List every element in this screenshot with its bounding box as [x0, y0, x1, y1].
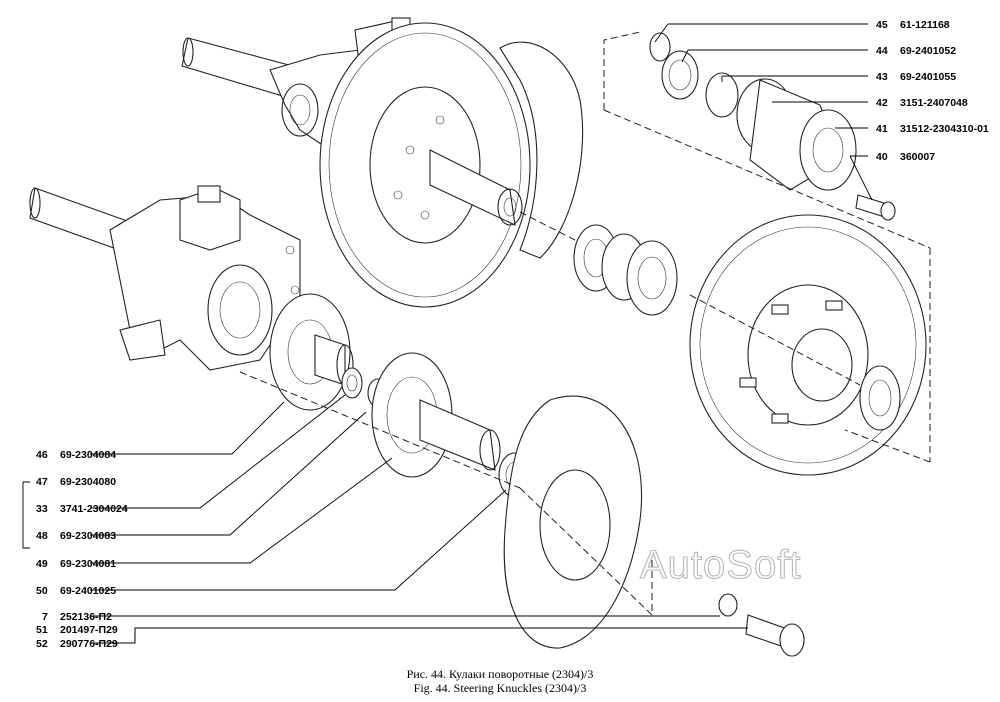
callout-num: 7 [42, 611, 48, 623]
callout-num: 46 [36, 449, 48, 461]
callout-code: 69-2304084 [60, 449, 116, 461]
callout-num: 52 [36, 638, 48, 650]
caption-en: Fig. 44. Steering Knuckles (2304)/3 [414, 681, 587, 695]
right-callouts: 45 61-121168 44 69-2401052 43 69-2401055… [876, 19, 989, 163]
callout-code: 61-121168 [900, 19, 950, 31]
callout-code: 360007 [900, 151, 935, 163]
callout-code: 69-2401025 [60, 585, 116, 597]
bearing-and-hub-parts [573, 214, 927, 476]
callout-num: 40 [876, 151, 888, 163]
callout-code: 69-2304081 [60, 558, 116, 570]
callout-num: 51 [36, 624, 48, 636]
autosoft-watermark: AutoSoft [640, 543, 801, 587]
left-callouts: 46 69-2304084 47 69-2304080 33 3741-2304… [36, 449, 128, 650]
hub-lock-parts [649, 32, 896, 221]
alignment-guides [239, 31, 931, 616]
callout-code: 31512-2304310-01 [900, 123, 989, 135]
callout-num: 44 [876, 45, 888, 57]
callout-num: 42 [876, 97, 888, 109]
callout-num: 33 [36, 503, 48, 515]
callout-num: 50 [36, 585, 48, 597]
callout-num: 49 [36, 558, 48, 570]
left-leader-lines [22, 394, 748, 644]
callout-code: 290776-П29 [60, 638, 118, 650]
callout-code: 3151-2407048 [900, 97, 968, 109]
callout-num: 41 [876, 123, 888, 135]
right-leader-lines [654, 23, 873, 201]
callout-num: 48 [36, 530, 48, 542]
lower-exploded-parts [269, 293, 805, 657]
callout-code: 69-2401052 [900, 45, 956, 57]
callout-code: 201497-П29 [60, 624, 118, 636]
callout-code: 252136-П2 [60, 611, 112, 623]
callout-code: 69-2304083 [60, 530, 116, 542]
callout-code: 69-2304080 [60, 476, 116, 488]
upper-knuckle-assembly [181, 17, 584, 308]
callout-num: 45 [876, 19, 888, 31]
callout-num: 43 [876, 71, 888, 83]
lower-knuckle-assembly [29, 185, 301, 371]
caption-ru: Рис. 44. Кулаки поворотные (2304)/3 [407, 667, 594, 681]
callout-code: 69-2401055 [900, 71, 956, 83]
callout-num: 47 [36, 476, 48, 488]
callout-code: 3741-2304024 [60, 503, 128, 515]
